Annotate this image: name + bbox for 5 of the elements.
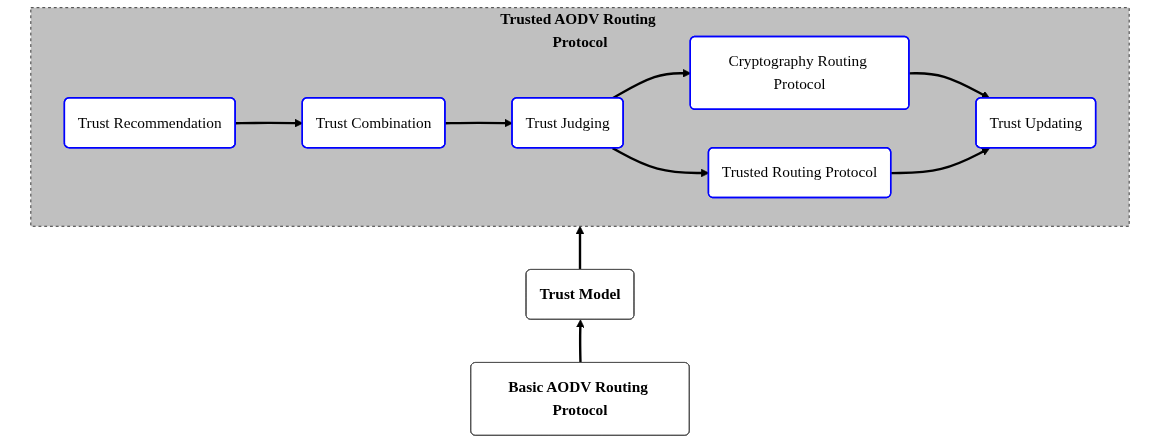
arrow [575, 225, 585, 270]
arrow [576, 319, 585, 363]
arrow [891, 147, 990, 175]
arrow [909, 72, 990, 99]
arrow [445, 118, 513, 128]
